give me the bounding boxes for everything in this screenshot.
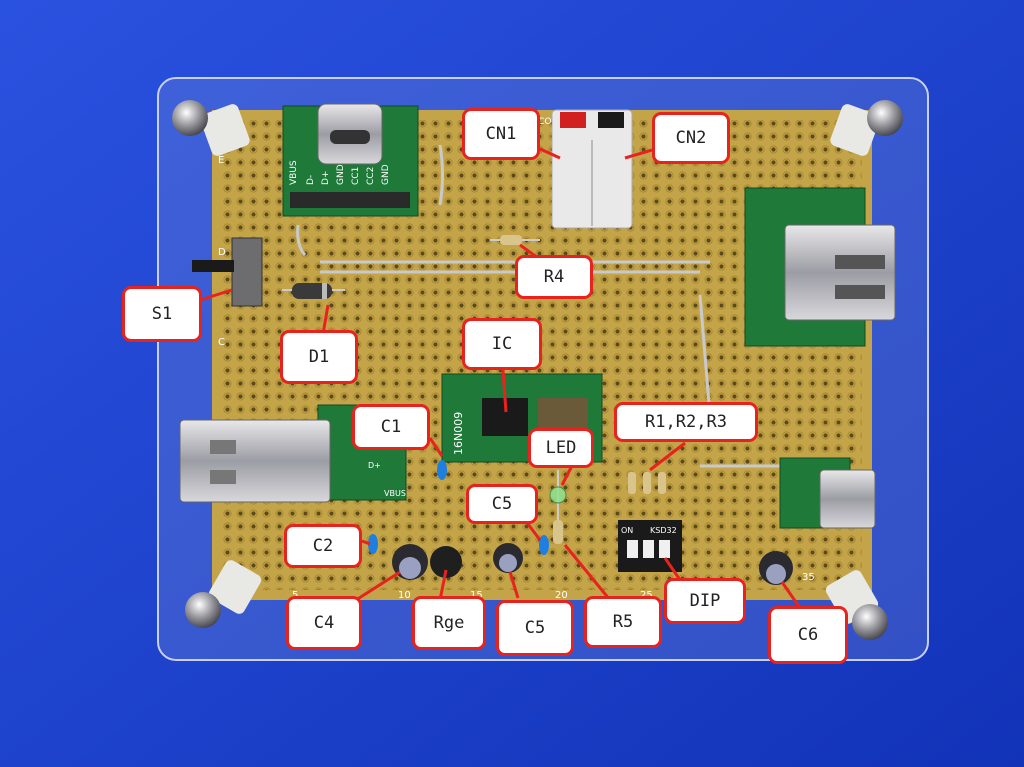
row-letter-2: C <box>218 337 225 348</box>
capacitor-c6 <box>759 551 793 585</box>
dip-on-label: ON <box>621 526 633 535</box>
label-ic: IC <box>462 318 542 370</box>
typec-pin-label-4: CC1 <box>351 167 361 185</box>
label-c6: C6 <box>768 606 848 664</box>
label-d1: D1 <box>280 330 358 384</box>
led <box>549 470 567 520</box>
thermistor-rge <box>430 546 462 578</box>
label-cn2: CN2 <box>652 112 730 164</box>
typec-pin-label-0: VBUS <box>289 160 299 185</box>
row-letter-0: E <box>218 155 224 166</box>
dip-part-label: KSD32 <box>650 526 677 535</box>
col-number-1: 10 <box>398 590 411 601</box>
col-number-3: 20 <box>555 590 568 601</box>
label-s1: S1 <box>122 286 202 342</box>
typec-pin-label-1: D- <box>306 175 316 185</box>
dip-switch: ON KSD32 <box>618 520 682 572</box>
label-rge: Rge <box>412 596 486 650</box>
typec-pin-label-6: GND <box>381 164 391 185</box>
col-number-0: 5 <box>292 590 298 601</box>
usb-a-male-module: D- D+ VBUS <box>179 404 407 503</box>
label-led: LED <box>528 428 594 468</box>
label-r4: R4 <box>515 255 593 299</box>
row-letter-1: D <box>218 247 226 258</box>
resistor-r5 <box>553 520 563 544</box>
diode <box>282 283 345 299</box>
col-number-6: 35 <box>802 572 815 583</box>
resistor-r4 <box>490 235 540 245</box>
typec-pin-label-5: CC2 <box>366 167 376 185</box>
capacitor-c5-small <box>539 535 549 555</box>
label-c1: C1 <box>352 404 430 450</box>
label-c5-bottom: C5 <box>496 600 574 656</box>
slide-switch <box>192 237 263 307</box>
power-module <box>779 457 876 529</box>
capacitor-c5-large <box>493 543 523 573</box>
usba-pin-label-3: VBUS <box>384 489 406 498</box>
label-c2: C2 <box>284 524 362 568</box>
col-number-2: 15 <box>470 590 483 601</box>
capacitor-c1 <box>437 460 447 480</box>
ic-silk-label: 16N009 <box>452 412 465 455</box>
usba-pin-label-2: D+ <box>368 461 381 470</box>
wire-connector: PICO <box>530 109 633 229</box>
capacitor-c4 <box>392 544 428 580</box>
resistors-r1-r2-r3 <box>628 472 666 494</box>
label-c4: C4 <box>286 596 362 650</box>
usb-a-female-module <box>744 187 896 347</box>
typec-pin-label-3: GND <box>336 164 346 185</box>
label-dip: DIP <box>664 578 746 624</box>
usb-typec-module: VBUS D- D+ GND CC1 CC2 GND <box>282 103 419 217</box>
label-r5: R5 <box>584 596 662 648</box>
connector-silk-label: PICO <box>530 117 551 127</box>
capacitor-c2 <box>368 534 378 554</box>
typec-pin-label-2: D+ <box>321 171 331 185</box>
label-r1-r2-r3: R1,R2,R3 <box>614 402 758 442</box>
label-c5-top: C5 <box>466 484 538 524</box>
col-number-4: 25 <box>640 590 653 601</box>
label-cn1: CN1 <box>462 108 540 160</box>
